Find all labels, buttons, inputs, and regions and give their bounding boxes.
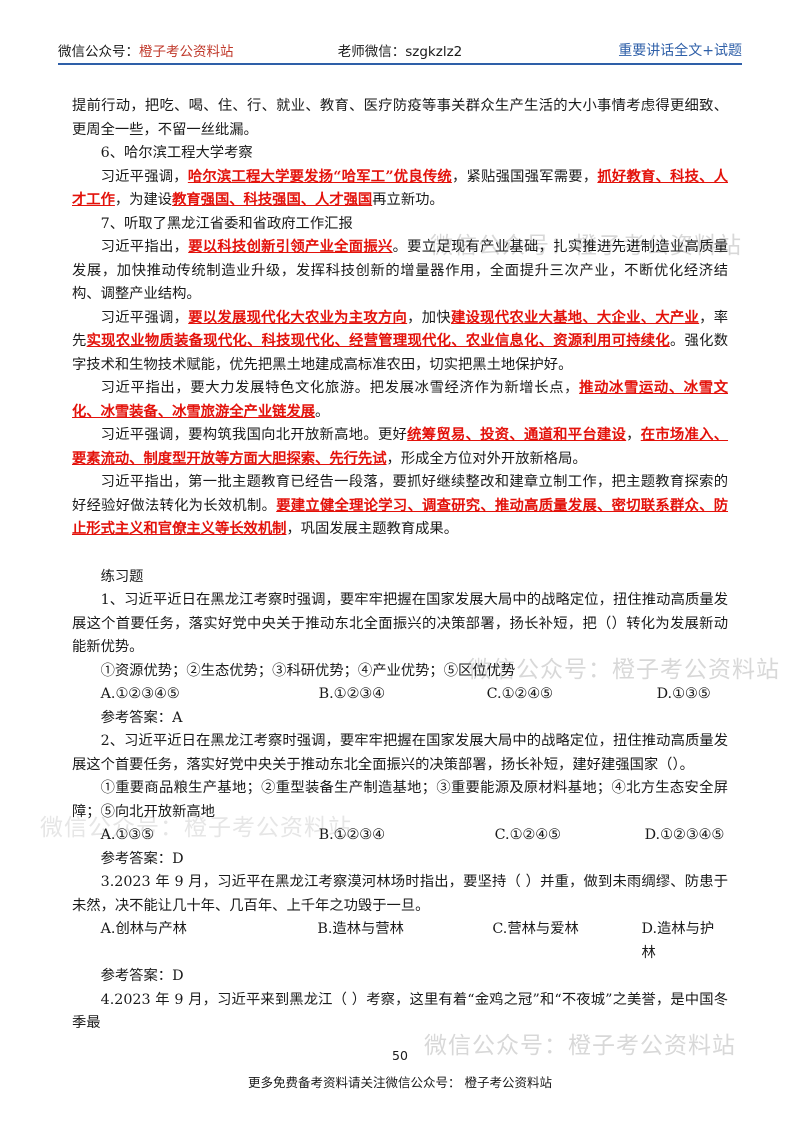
key-phrase: 抓好教育、科技、人才工作 — [72, 168, 728, 209]
header-rule — [58, 63, 742, 65]
paragraph: 习近平强调，哈尔滨工程大学要发扬“哈军工”优良传统，紧贴强国强军需要，抓好教育、… — [72, 168, 728, 209]
page-footer: 更多免费备考资料请关注微信公众号： 橙子考公资料站 — [248, 1075, 552, 1090]
key-phrase: 在市场准入、要素流动、制度型开放等方面大胆探索、先行先试 — [72, 427, 729, 467]
question-2-answer: 参考答案：D — [100, 850, 184, 867]
question-1-stem: 1、习近平近日在黑龙江考察时强调，要牢牢把握在国家发展大局中的战略定位，扭住推动… — [72, 592, 728, 655]
key-phrase: 教育强国、科技强国、人才强国 — [172, 192, 373, 208]
paragraph: 习近平强调，要以发展现代化大农业为主攻方向，加快建设现代农业大基地、大企业、大产… — [72, 309, 729, 373]
question-3-answer: 参考答案：D — [100, 968, 184, 984]
paragraph: 习近平指出，第一批主题教育已经告一段落，要抓好继续整改和建章立制工作，把主题教育… — [72, 474, 729, 538]
question-1-options: A.①②③④⑤ B.①②③④ C.①②④⑤ D.①③⑤ — [72, 683, 728, 707]
question-3-stem: 3.2023 年 9 月，习近平在黑龙江考察漠河林场时指出，要坚持（ ）并重，做… — [72, 874, 728, 914]
question-2-stem: 2、习近平近日在黑龙江考察时强调，要牢牢把握在国家发展大局中的战略定位，扭住推动… — [72, 733, 728, 773]
key-phrase: 要以科技创新引领产业全面振兴 — [188, 239, 393, 255]
option-d[interactable]: D.①③⑤ — [656, 686, 711, 702]
paragraph: 习近平指出，要大力发展特色文化旅游。把发展冰雪经济作为新增长点，推动冰雪运动、冰… — [72, 380, 729, 420]
watermark: 微信公众号：橙子考公资料站 — [424, 1033, 736, 1059]
watermark: 微信公众号：橙子考公资料站 — [468, 657, 780, 683]
question-1-answer: 参考答案：A — [100, 709, 183, 726]
question-2-items: ①重要商品粮生产基地；②重型装备生产制造基地；③重要能源及原材料基地；④北方生态… — [72, 780, 728, 820]
watermark: 微信公众号：橙子考公资料站 — [40, 815, 352, 841]
page-number: 50 — [392, 1048, 408, 1063]
question-1-items: ①资源优势；②生态优势；③科研优势；④产业优势；⑤区位优势 — [100, 662, 516, 679]
paragraph: 提前行动，把吃、喝、住、行、就业、教育、医疗防疫等事关群众生产生活的大小事情考虑… — [72, 98, 728, 138]
header-right-title: 重要讲话全文+试题 — [618, 43, 742, 59]
watermark: 微信公众号：橙子考公资料站 — [430, 233, 742, 259]
question-2-options: A.①③⑤ B.①②③④ C.①②④⑤ D.①②③④⑤ — [72, 824, 728, 848]
option-b[interactable]: B.造林与营林 — [317, 921, 404, 937]
exercise-title: 练习题 — [100, 568, 144, 585]
document-body: 提前行动，把吃、喝、住、行、就业、教育、医疗防疫等事关群众生产生活的大小事情考虑… — [72, 95, 728, 1036]
option-d[interactable]: D.①②③④⑤ — [644, 827, 725, 843]
option-d[interactable]: D.造林与护林 — [641, 921, 715, 961]
option-c[interactable]: C.①②④⑤ — [486, 686, 553, 702]
key-phrase: 统筹贸易、投资、通道和平台建设 — [407, 427, 627, 443]
section-heading-7: 7、听取了黑龙江省委和省政府工作汇报 — [100, 215, 353, 232]
option-b[interactable]: B.①②③④ — [318, 827, 385, 843]
header-left: 微信公众号：橙子考公资料站 — [58, 44, 234, 60]
key-phrase: 要以发展现代化大农业为主攻方向 — [188, 309, 408, 326]
key-phrase: 要建立健全理论学习、调查研究、推动高质量发展、密切联系群众、防止形式主义和官僚主… — [72, 497, 729, 538]
section-heading-6: 6、哈尔滨工程大学考察 — [100, 145, 253, 161]
paragraph: 习近平强调，要构筑我国向北开放新高地。更好统筹贸易、投资、通道和平台建设，在市场… — [72, 427, 729, 467]
option-a[interactable]: A.①③⑤ — [100, 827, 154, 843]
key-phrase: 推动冰雪运动、冰雪文化、冰雪装备、冰雪旅游全产业链发展 — [72, 380, 729, 420]
page-header: 微信公众号：橙子考公资料站 老师微信：szgkzlz2 重要讲话全文+试题 — [58, 36, 742, 66]
key-phrase: 哈尔滨工程大学要发扬“哈军工”优良传统 — [187, 168, 452, 185]
option-c[interactable]: C.营林与爱林 — [492, 921, 579, 937]
paragraph: 习近平指出，要以科技创新引领产业全面振兴。要立足现有产业基础，扎实推进先进制造业… — [72, 239, 729, 302]
option-a[interactable]: A.创林与产林 — [100, 921, 187, 937]
header-teacher-wechat: 老师微信：szgkzlz2 — [337, 44, 463, 60]
option-a[interactable]: A.①②③④⑤ — [100, 686, 180, 702]
option-b[interactable]: B.①②③④ — [318, 686, 385, 702]
question-3-options: A.创林与产林 B.造林与营林 C.营林与爱林 D.造林与护林 — [72, 918, 728, 965]
key-phrase: 实现农业物质装备现代化、科技现代化、经营管理现代化、农业信息化、资源利用可持续化 — [86, 333, 670, 349]
question-4-stem: 4.2023 年 9 月，习近平来到黑龙江（ ）考察，这里有着“金鸡之冠”和“不… — [72, 991, 728, 1032]
header-account-name: 橙子考公资料站 — [139, 44, 234, 60]
key-phrase: 建设现代农业大基地、大企业、大产业 — [450, 309, 700, 326]
option-c[interactable]: C.①②④⑤ — [494, 827, 561, 843]
